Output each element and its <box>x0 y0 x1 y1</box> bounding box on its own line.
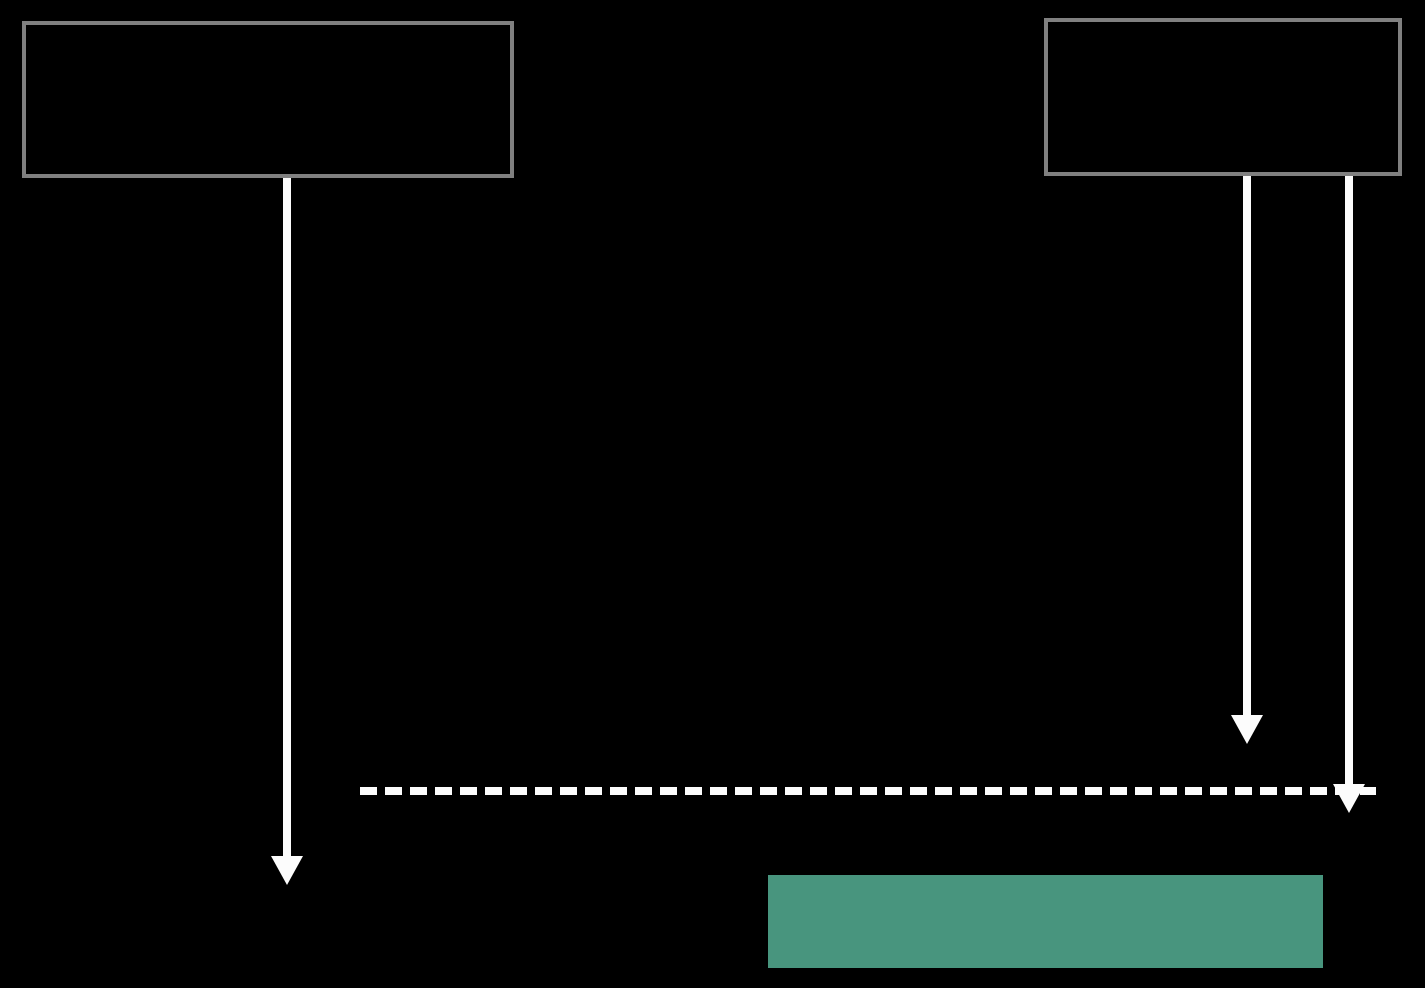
highlight-bar <box>768 875 1323 968</box>
left-down-arrow-shaft <box>283 178 291 857</box>
right-inner-down-arrow-head <box>1231 715 1263 744</box>
top-left-box <box>22 21 514 178</box>
dashed-baseline <box>360 787 1376 795</box>
right-outer-down-arrow-shaft <box>1345 176 1353 785</box>
right-inner-down-arrow-shaft <box>1243 176 1251 716</box>
top-right-box <box>1044 18 1402 176</box>
left-down-arrow-head <box>271 856 303 885</box>
